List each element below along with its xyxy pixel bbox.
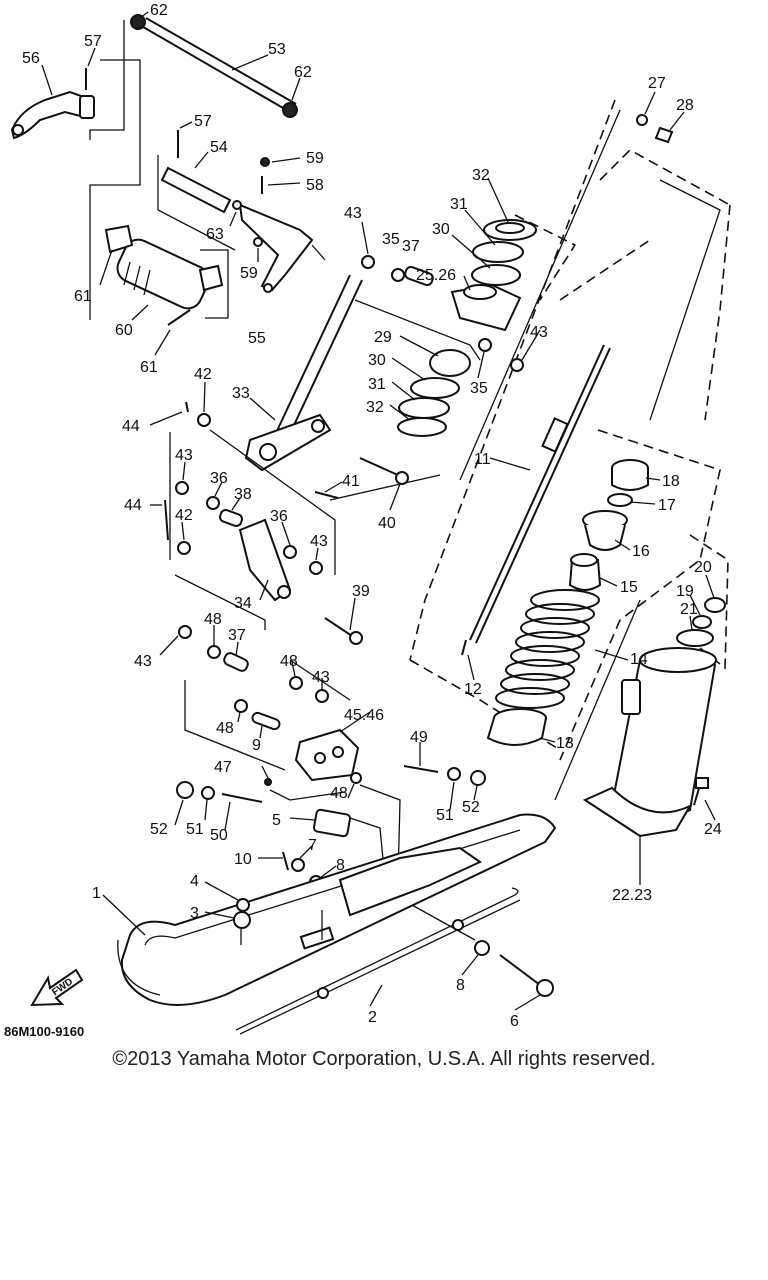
steering-shaft-group [10, 14, 326, 326]
callout: 35 [382, 231, 400, 248]
ski-group [117, 813, 557, 1035]
callout: 34 [234, 595, 252, 612]
callout: 29 [374, 329, 392, 346]
callout: 43 [312, 669, 330, 686]
callout-labels: 62 57 53 62 56 57 54 59 58 63 59 61 60 6… [22, 2, 722, 1030]
callout: 13 [556, 735, 574, 752]
callout: 18 [662, 473, 680, 490]
callout: 3 [190, 905, 199, 922]
parts-diagram: FWD [4, 2, 731, 1039]
callout: 7 [308, 837, 317, 854]
callout: 56 [22, 50, 40, 67]
callout: 42 [194, 366, 212, 383]
callout: 39 [352, 583, 370, 600]
callout: 37 [402, 238, 420, 255]
callout: 57 [84, 33, 102, 50]
callout: 63 [206, 226, 224, 243]
callout: 55 [248, 330, 266, 347]
callout: 9 [252, 737, 261, 754]
callout: 48 [330, 785, 348, 802]
callout: 31 [450, 196, 468, 213]
callout: 19 [676, 583, 694, 600]
callout: 50 [210, 827, 228, 844]
callout: 52 [150, 821, 168, 838]
callout: 51 [436, 807, 454, 824]
callout: 61 [140, 359, 158, 376]
callout: 43 [175, 447, 193, 464]
callout: 32 [366, 399, 384, 416]
callout: 48 [216, 720, 234, 737]
drawing-code: 86M100-9160 [4, 1024, 84, 1039]
callout: 45.46 [344, 707, 384, 724]
callout: 54 [210, 139, 228, 156]
callout: 22.23 [612, 887, 652, 904]
callout: 43 [310, 533, 328, 550]
callout: 44 [124, 497, 142, 514]
callout: 2 [368, 1009, 377, 1026]
fwd-arrow-icon: FWD [30, 968, 84, 1007]
callout: 48 [280, 653, 298, 670]
callout: 53 [268, 41, 286, 58]
callout: 49 [410, 729, 428, 746]
callout: 47 [214, 759, 232, 776]
callout: 44 [122, 418, 140, 435]
callout: 24 [704, 821, 722, 838]
callout: 59 [306, 150, 324, 167]
callout: 30 [432, 221, 450, 238]
callout: 25.26 [416, 267, 456, 284]
callout: 17 [658, 497, 676, 514]
callout: 6 [510, 1013, 519, 1030]
callout: 58 [306, 177, 324, 194]
callout: 36 [270, 508, 288, 525]
callout: 28 [676, 97, 694, 114]
callout: 30 [368, 352, 386, 369]
callout: 48 [204, 611, 222, 628]
link-arm-group [164, 255, 481, 771]
callout: 20 [694, 559, 712, 576]
callout: 41 [342, 473, 360, 490]
callout: 62 [150, 2, 168, 19]
callout: 12 [464, 681, 482, 698]
callout: 43 [134, 653, 152, 670]
copyright-notice: ©2013 Yamaha Motor Corporation, U.S.A. A… [112, 1048, 656, 1070]
callout: 33 [232, 385, 250, 402]
callout: 62 [294, 64, 312, 81]
callout: 42 [175, 507, 193, 524]
callout: 21 [680, 601, 698, 618]
spring-group [486, 459, 726, 746]
callout: 61 [74, 288, 92, 305]
callout: 60 [115, 322, 133, 339]
leader-lines [41, 11, 716, 1011]
shock-rod-group [461, 114, 674, 656]
callout: 57 [194, 113, 212, 130]
callout: 16 [632, 543, 650, 560]
shock-body-group [582, 647, 717, 838]
callout: 5 [272, 812, 281, 829]
callout: 8 [456, 977, 465, 994]
bearing-group [397, 219, 537, 437]
callout: 36 [210, 470, 228, 487]
callout: 8 [336, 857, 345, 874]
callout: 32 [472, 167, 490, 184]
callout: 15 [620, 579, 638, 596]
callout: 38 [234, 486, 252, 503]
callout: 10 [234, 851, 252, 868]
coil-spring [495, 589, 600, 709]
callout: 4 [190, 873, 199, 890]
callout: 40 [378, 515, 396, 532]
callout: 43 [344, 205, 362, 222]
callout: 35 [470, 380, 488, 397]
callout: 14 [630, 651, 648, 668]
callout: 43 [530, 324, 548, 341]
strut-outline [409, 99, 731, 801]
callout: 37 [228, 627, 246, 644]
callout: 52 [462, 799, 480, 816]
callout: 31 [368, 376, 386, 393]
callout: 27 [648, 75, 666, 92]
callout: 59 [240, 265, 258, 282]
callout: 51 [186, 821, 204, 838]
callout: 11 [474, 451, 491, 468]
callout: 1 [92, 885, 101, 902]
